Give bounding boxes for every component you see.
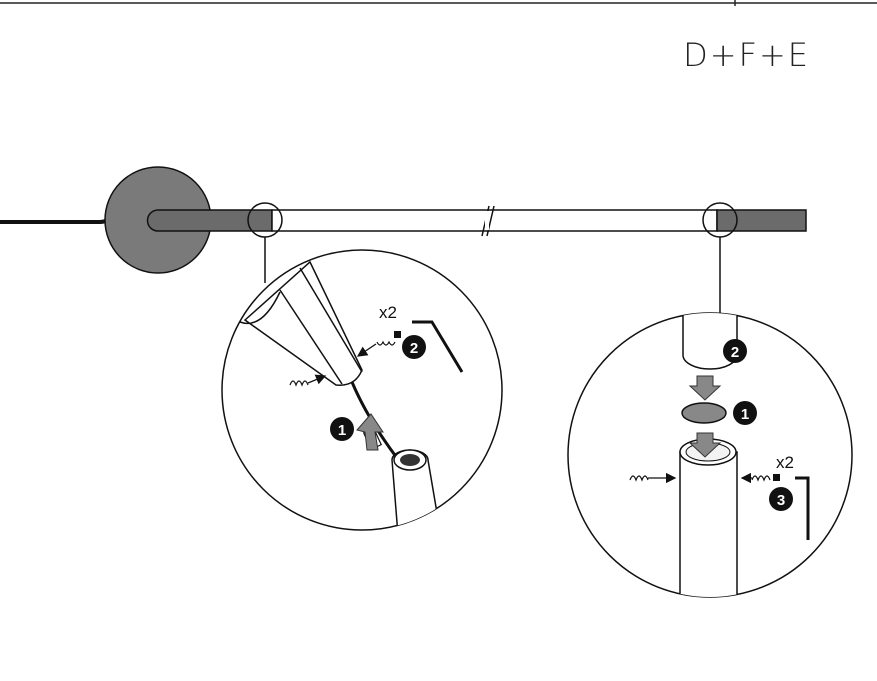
spring-screw-icon bbox=[629, 475, 649, 482]
lower-arrow bbox=[688, 375, 722, 401]
step-badge bbox=[723, 339, 747, 363]
quantity-label: x2 bbox=[776, 453, 794, 472]
break-mark bbox=[486, 205, 495, 237]
step-badge bbox=[330, 417, 354, 441]
step-badge bbox=[769, 487, 793, 511]
tube-middle bbox=[271, 209, 718, 232]
step-number: 2 bbox=[731, 344, 739, 361]
spring-screw-icon bbox=[289, 380, 309, 387]
step-badge bbox=[733, 401, 757, 425]
rod-right-segment bbox=[716, 209, 807, 232]
power-cable bbox=[0, 213, 114, 224]
step-number: 1 bbox=[741, 406, 749, 423]
hex-key-icon bbox=[412, 320, 464, 373]
detail-view-right: x2 1 2 3 bbox=[567, 312, 853, 598]
hex-key-icon bbox=[795, 476, 810, 540]
spring-screw-icon bbox=[376, 340, 396, 346]
rod-left-segment bbox=[146, 209, 273, 232]
insert-arrow bbox=[688, 432, 722, 458]
set-screw-icon bbox=[394, 331, 401, 338]
step-number: 3 bbox=[777, 492, 785, 509]
quantity-label: x2 bbox=[379, 303, 397, 322]
set-screw-icon bbox=[773, 474, 780, 481]
insert-arrow bbox=[356, 413, 384, 451]
step-badge bbox=[402, 335, 426, 359]
step-number: 1 bbox=[338, 422, 346, 439]
diagram-title: D+F+E bbox=[683, 36, 810, 74]
detail-view-left: x2 1 2 bbox=[221, 249, 503, 531]
step-number: 2 bbox=[410, 340, 418, 357]
spring-screw-icon bbox=[751, 475, 771, 482]
washer bbox=[681, 402, 727, 424]
